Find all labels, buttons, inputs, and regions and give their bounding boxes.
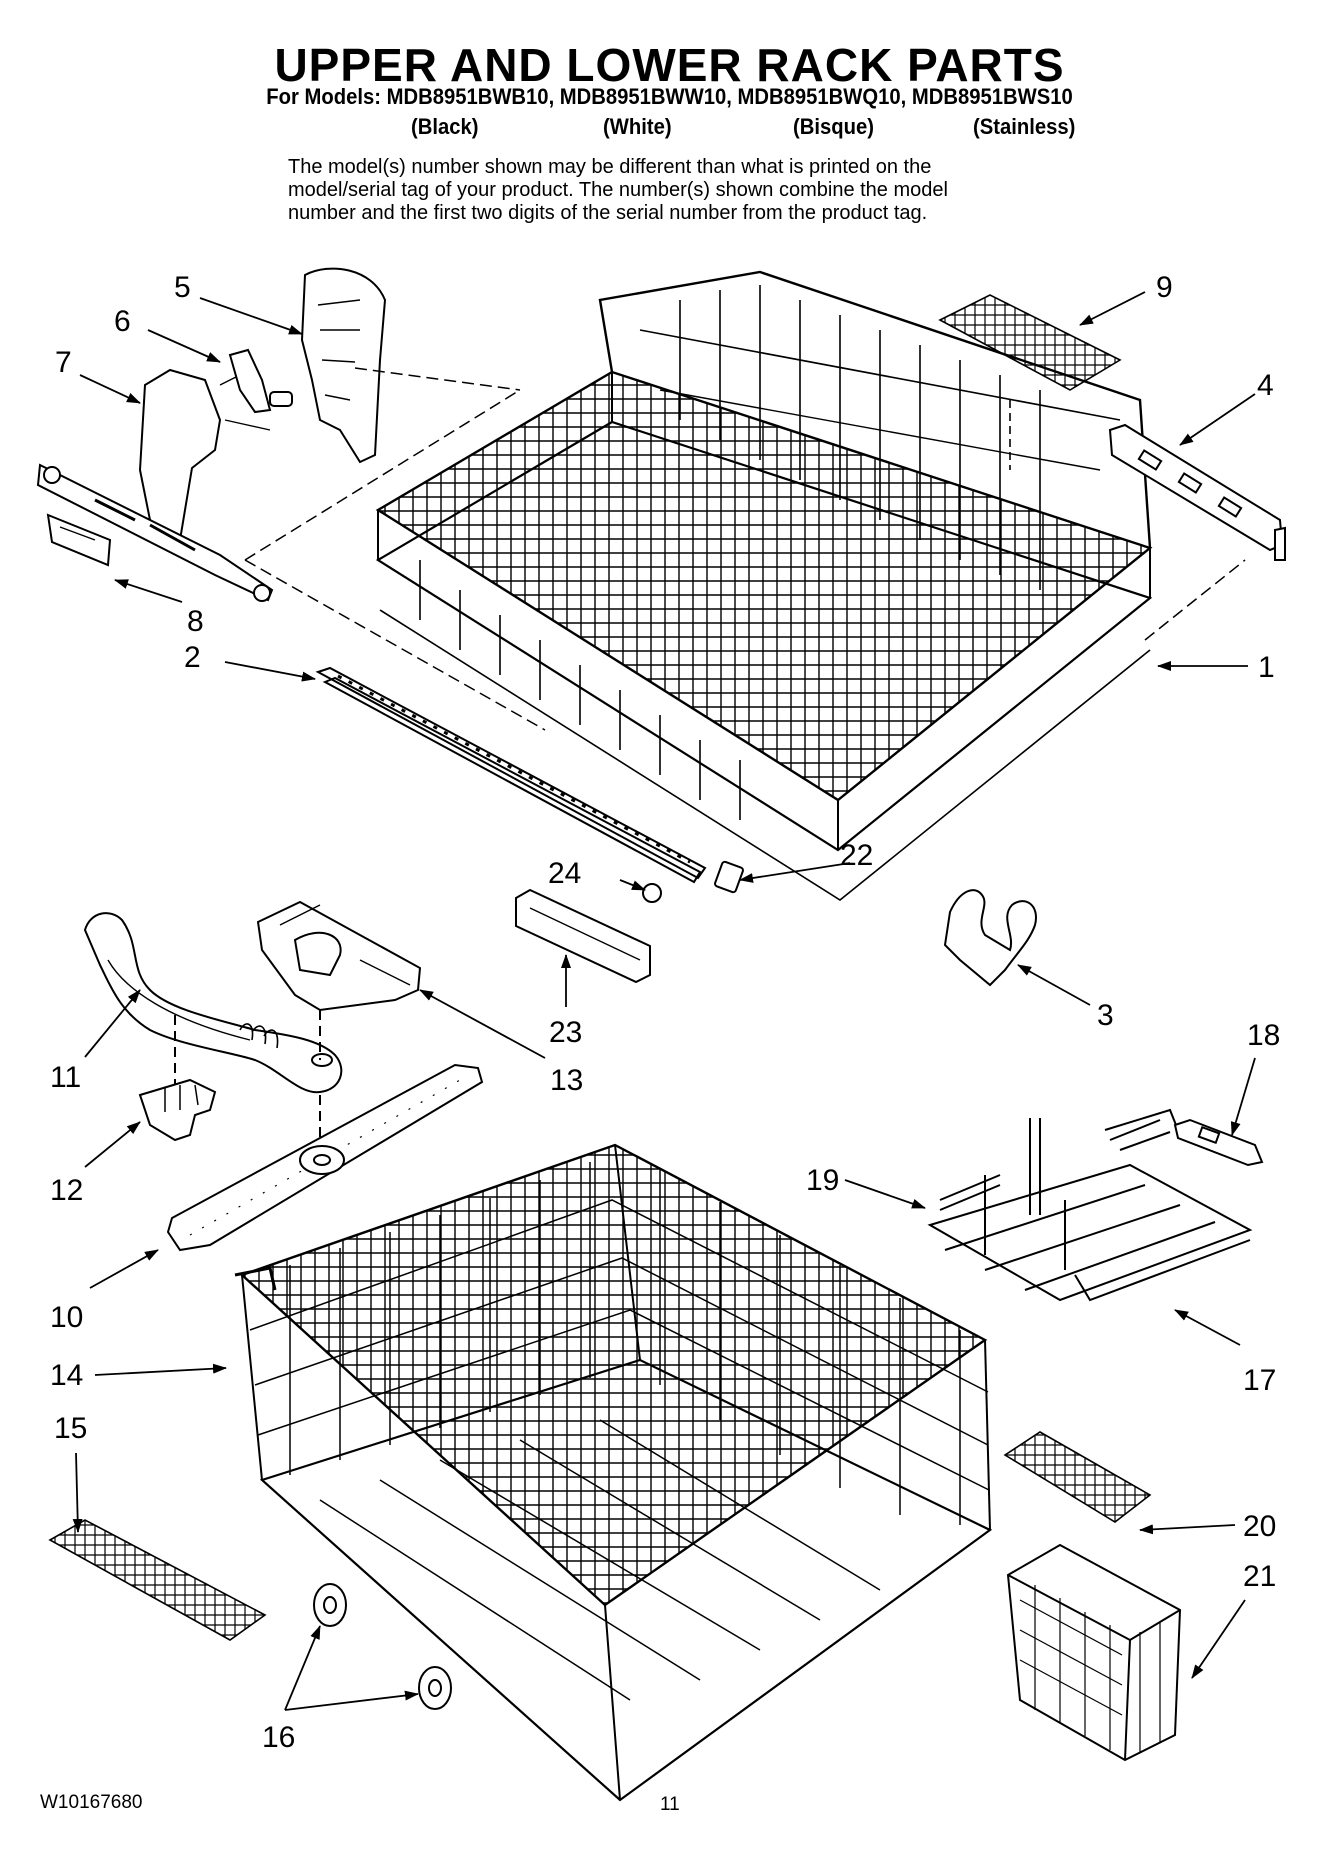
callout-7: 7 — [55, 346, 72, 379]
lower-rack — [234, 1143, 993, 1802]
color-black: (Black) — [411, 114, 479, 139]
spray-arm-assembly — [83, 900, 484, 1252]
callout-9: 9 — [1156, 271, 1173, 304]
callout-5: 5 — [174, 271, 191, 304]
silverware-basket-21 — [1006, 1543, 1182, 1762]
callout-10: 10 — [50, 1301, 83, 1334]
model-note: The model(s) number shown may be differe… — [288, 156, 1148, 225]
callout-18: 18 — [1247, 1019, 1280, 1052]
tine-row-20 — [1003, 1431, 1152, 1523]
callout-11: 11 — [50, 1061, 81, 1094]
callout-12: 12 — [50, 1174, 83, 1207]
color-bisque: (Bisque) — [793, 114, 874, 139]
doc-number: W10167680 — [40, 1792, 143, 1813]
rack-rail-2 — [315, 666, 707, 884]
callout-22: 22 — [840, 839, 873, 872]
callout-arrows — [72, 291, 1256, 1711]
callout-17: 17 — [1243, 1364, 1276, 1397]
color-stainless: (Stainless) — [973, 114, 1076, 139]
color-variants: (Black) (White) (Bisque) (Stainless) — [0, 114, 1339, 144]
upper-rack — [244, 270, 1246, 901]
callout-13: 13 — [550, 1064, 583, 1097]
clip-3 — [943, 889, 1037, 987]
rack-bracket-4 — [1108, 423, 1286, 561]
callout-15: 15 — [54, 1412, 87, 1445]
page-title: UPPER AND LOWER RACK PARTS — [274, 39, 1065, 91]
callout-21: 21 — [1243, 1560, 1276, 1593]
tine-row-15 — [48, 1519, 267, 1641]
callout-4: 4 — [1257, 369, 1274, 402]
callout-labels: 1 2 3 4 5 6 7 8 9 10 11 12 13 14 15 16 1… — [50, 271, 1280, 1754]
callout-2: 2 — [184, 641, 201, 674]
clip-18 — [1173, 1118, 1264, 1167]
note-line-1: The model(s) number shown may be differe… — [288, 156, 932, 178]
rack-adjuster-assembly — [36, 267, 521, 602]
callout-23: 23 — [549, 1016, 582, 1049]
tine-row-9 — [938, 294, 1122, 470]
wheels-16 — [313, 1583, 452, 1710]
callout-19: 19 — [806, 1164, 839, 1197]
callout-16: 16 — [262, 1721, 295, 1754]
page-number: 11 — [660, 1794, 680, 1815]
callout-24: 24 — [548, 857, 581, 890]
note-line-2: model/serial tag of your product. The nu… — [288, 179, 948, 201]
callout-20: 20 — [1243, 1510, 1276, 1543]
color-white: (White) — [603, 114, 672, 139]
callout-8: 8 — [187, 605, 204, 638]
callout-1: 1 — [1258, 651, 1275, 684]
note-line-3: number and the first two digits of the s… — [288, 202, 928, 224]
callout-3: 3 — [1097, 999, 1114, 1032]
callout-14: 14 — [50, 1359, 83, 1392]
callout-6: 6 — [114, 305, 131, 338]
models-line: For Models: MDB8951BWB10, MDB8951BWW10, … — [266, 84, 1073, 109]
